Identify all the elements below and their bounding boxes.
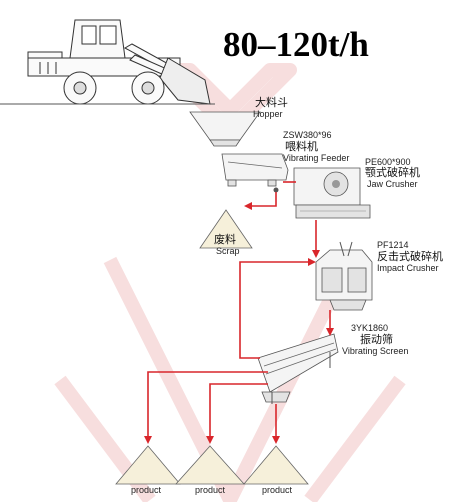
impact-crusher bbox=[315, 241, 373, 311]
feeder-label-en: Vibrating Feeder bbox=[283, 153, 349, 163]
scrap-pile bbox=[199, 209, 253, 249]
product-label-3: product bbox=[262, 485, 293, 495]
product-piles bbox=[115, 445, 309, 485]
impact-model: PF1214 bbox=[377, 240, 409, 250]
product-label-1: product bbox=[131, 485, 162, 495]
product-pile-3 bbox=[243, 445, 309, 485]
hopper-label-en: Hopper bbox=[253, 109, 283, 119]
feeder-label-cn: 喂料机 bbox=[285, 139, 318, 153]
hopper-label-cn: 大料斗 bbox=[255, 95, 288, 109]
impact-label-cn: 反击式破碎机 bbox=[377, 249, 443, 263]
jaw-crusher bbox=[293, 167, 371, 219]
feeder-model: ZSW380*96 bbox=[283, 130, 332, 140]
jaw-label-cn: 颚式破碎机 bbox=[365, 165, 420, 179]
screen-label-en: Vibrating Screen bbox=[342, 346, 408, 356]
vibrating-screen bbox=[257, 333, 339, 404]
screen-label-cn: 振动筛 bbox=[360, 332, 393, 346]
product-pile-1 bbox=[115, 445, 181, 485]
impact-label-en: Impact Crusher bbox=[377, 263, 439, 273]
capacity-title: 80–120t/h bbox=[223, 25, 369, 64]
screen-model: 3YK1860 bbox=[351, 323, 388, 333]
hopper bbox=[189, 111, 261, 147]
jaw-label-en: Jaw Crusher bbox=[367, 179, 418, 189]
product-pile-2 bbox=[175, 445, 245, 485]
jaw-model: PE600*900 bbox=[365, 157, 411, 167]
wheel-loader-illustration bbox=[0, 19, 215, 105]
flow-lines bbox=[144, 181, 334, 444]
background-watermark bbox=[54, 63, 406, 502]
scrap-label-en: Scrap bbox=[216, 246, 240, 256]
scrap-label-cn: 废料 bbox=[214, 232, 236, 246]
vibrating-feeder bbox=[221, 153, 289, 193]
product-label-2: product bbox=[195, 485, 226, 495]
